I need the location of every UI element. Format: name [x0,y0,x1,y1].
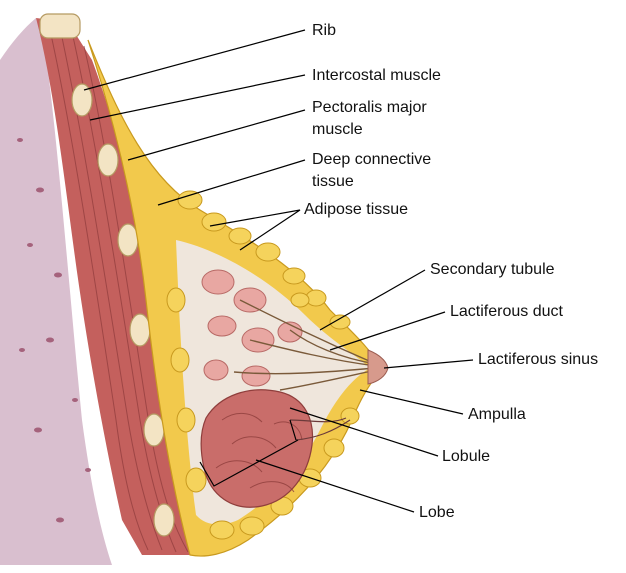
rib-section [130,314,150,346]
rib-section [144,414,164,446]
label-ampulla: Ampulla [468,406,526,423]
label-rib: Rib [312,22,336,39]
label-deep-connective-line1: Deep connective [312,151,431,168]
leader-rib [84,30,305,90]
labels: Rib Intercostal muscle Pectoralis major … [304,22,598,521]
leader-intercostal [90,75,305,120]
label-lactiferous-sinus: Lactiferous sinus [478,351,598,368]
leader-deep-connective [158,160,305,205]
label-adipose-tissue: Adipose tissue [304,201,408,218]
rib-section [98,144,118,176]
rib-section [154,504,174,536]
label-lactiferous-duct: Lactiferous duct [450,303,564,320]
leader-pectoralis [128,110,305,160]
label-lobe: Lobe [419,504,455,521]
label-deep-connective-line2: tissue [312,173,354,190]
anatomy-illustration [0,14,388,565]
label-intercostal-muscle: Intercostal muscle [312,67,441,84]
label-pectoralis-line2: muscle [312,121,363,138]
rib-section [118,224,138,256]
leader-secondary-tubule [320,270,425,330]
nipple [368,350,388,384]
rib-section [40,14,80,38]
label-secondary-tubule: Secondary tubule [430,261,555,278]
leader-lactiferous-sinus [384,360,473,368]
label-pectoralis-line1: Pectoralis major [312,99,427,116]
leader-ampulla [360,390,463,414]
label-lobule: Lobule [442,448,490,465]
